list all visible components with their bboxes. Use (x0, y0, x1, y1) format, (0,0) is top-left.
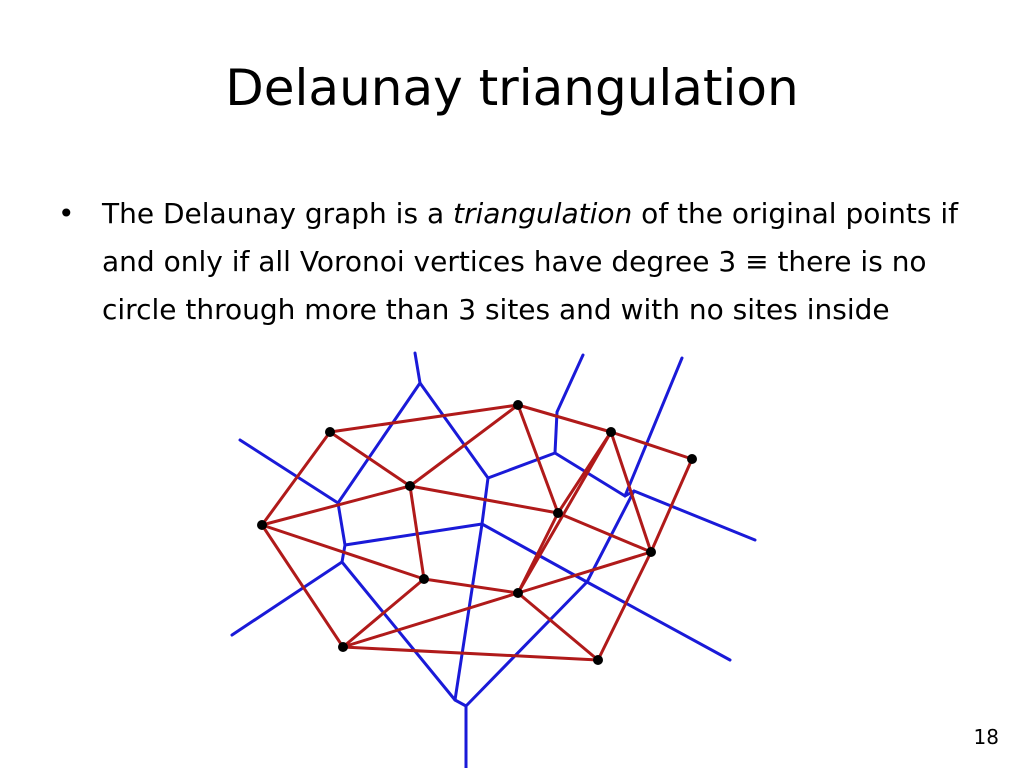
site-point (606, 427, 616, 437)
voronoi-edge (585, 489, 732, 662)
site-point (687, 454, 697, 464)
voronoi-edge (553, 356, 684, 498)
site-point (257, 520, 267, 530)
delaunay-edge (260, 484, 426, 581)
delaunay-edge (408, 484, 653, 554)
voronoi-edge (480, 522, 589, 584)
voronoi-edge (486, 353, 585, 480)
site-point (405, 481, 415, 491)
equivalence-symbol: ≡ (745, 245, 769, 278)
bullet-emphasis: triangulation (453, 197, 633, 230)
bullet-marker: • (58, 197, 75, 230)
delaunay-edge (260, 403, 694, 662)
page-number: 18 (973, 725, 999, 749)
slide-title: Delaunay triangulation (225, 59, 799, 117)
bullet-text-middle: of the original points if and only if al… (102, 197, 959, 278)
bullet-text-start: The Delaunay graph is a (102, 197, 454, 230)
delaunay-edge (422, 511, 560, 595)
voronoi-edge (343, 351, 490, 547)
voronoi-edge (453, 522, 484, 702)
bullet-text-end: there is no circle through more than 3 s… (102, 245, 927, 326)
site-point (646, 547, 656, 557)
site-point (553, 508, 563, 518)
voronoi-edge (464, 580, 589, 708)
site-point (325, 427, 335, 437)
site-point (513, 400, 523, 410)
site-point (593, 655, 603, 665)
sites (257, 400, 697, 665)
voronoi-edge (238, 438, 340, 505)
delaunay-triangulation (260, 403, 694, 662)
delaunay-edge (328, 403, 613, 515)
site-point (513, 588, 523, 598)
voronoi-diagram (230, 351, 757, 768)
site-point (419, 574, 429, 584)
delaunay-edge (341, 577, 600, 662)
voronoi-edge (230, 381, 422, 637)
site-point (338, 642, 348, 652)
voronoi-edge (623, 489, 757, 542)
delaunay-edge (609, 430, 653, 554)
delaunay-edge (516, 430, 653, 595)
voronoi-edge (340, 560, 468, 768)
bullet-item: The Delaunay graph is a triangulation of… (102, 190, 982, 334)
